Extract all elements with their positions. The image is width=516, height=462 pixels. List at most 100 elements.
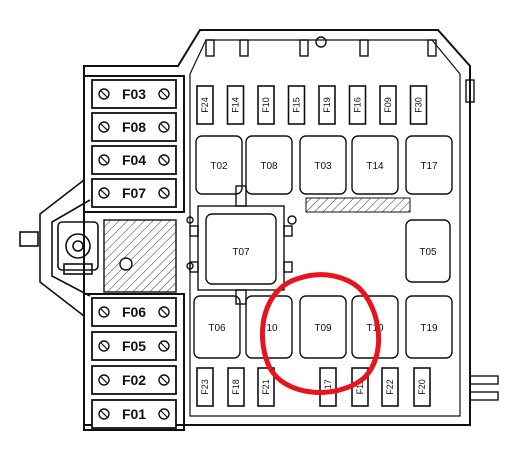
small-fuse: F22 [381, 367, 399, 407]
small-fuse: F17 [319, 367, 337, 407]
relay-box-center [205, 213, 277, 285]
terminal-slot [100, 376, 108, 384]
small-fuse-label: F30 [414, 97, 424, 113]
big-fuse: F07 [91, 178, 177, 208]
relay-box [405, 295, 453, 359]
small-fuse-label: F20 [417, 379, 427, 395]
terminal-slot [100, 90, 108, 98]
hatched-block-left [103, 219, 177, 293]
top-tabs [205, 36, 437, 57]
big-fuse-label: F01 [122, 406, 146, 422]
small-fuse-label: F11 [355, 380, 365, 395]
small-fuse-label: F15 [292, 97, 302, 113]
relay-label: T02 [210, 161, 228, 172]
small-fuse-body [348, 85, 367, 125]
relay-box [405, 135, 453, 195]
terminal-slot [100, 156, 108, 164]
relay-box [245, 295, 293, 359]
big-fuse-label: F05 [122, 338, 146, 354]
relay-label: T17 [420, 161, 438, 172]
small-fuse: F15 [287, 85, 306, 125]
hatched-strip-top [305, 197, 411, 213]
small-fuse-label: F23 [200, 379, 210, 395]
big-fuse: F06 [91, 297, 177, 327]
small-fuse-label: F18 [231, 379, 241, 395]
terminal-slot [160, 189, 168, 197]
relay-box [299, 135, 347, 195]
relay-label: T08 [260, 161, 278, 172]
small-fuse: F24 [196, 85, 214, 125]
small-fuse-body [287, 85, 306, 125]
big-fuse-label: F06 [122, 304, 146, 320]
small-fuse-label: F16 [353, 97, 363, 113]
small-fuse-label: F09 [383, 97, 393, 113]
relay-box [245, 135, 293, 195]
relay: T08 [245, 135, 293, 195]
terminal-slot [160, 376, 168, 384]
small-fuse-body [227, 367, 245, 407]
small-fuse-label: F22 [385, 379, 395, 395]
relay-box [299, 295, 347, 359]
big-fuse-label: F04 [122, 152, 146, 168]
left-fuse-holder-top [83, 75, 185, 213]
relay: T09 [299, 295, 347, 359]
small-fuse-label: F10 [261, 97, 271, 113]
small-fuse-body [409, 85, 428, 125]
relay: T02 [195, 135, 243, 195]
big-fuse: F08 [91, 112, 177, 142]
small-fuse-body [196, 85, 214, 125]
left-bracket [19, 179, 99, 317]
small-fuse-body [226, 85, 245, 125]
relay-box [193, 295, 241, 359]
small-fuse: F14 [226, 85, 245, 125]
relay-label: T14 [366, 161, 384, 172]
big-fuse-label: F07 [122, 185, 146, 201]
relay-box [351, 135, 399, 195]
small-fuse-label: F19 [322, 97, 332, 113]
small-fuse-label: F21 [261, 379, 271, 395]
big-fuse-label: F02 [122, 372, 146, 388]
terminal-slot [160, 342, 168, 350]
small-fuse-label: F14 [231, 97, 241, 113]
relay: T06 [193, 295, 241, 359]
relay: T10 [245, 295, 293, 359]
small-fuse-body [257, 367, 275, 407]
terminal-slot [160, 123, 168, 131]
small-fuse: F16 [348, 85, 367, 125]
right-clips [465, 79, 499, 401]
relay-label: T10 [366, 323, 384, 334]
relay: T03 [299, 135, 347, 195]
terminal-slot [160, 410, 168, 418]
small-fuse-body [196, 367, 214, 407]
small-fuse-body [257, 85, 275, 125]
terminal-slot [160, 156, 168, 164]
terminal-slot [100, 189, 108, 197]
relay-label: T03 [314, 161, 332, 172]
terminal-slot [160, 90, 168, 98]
small-fuse: F09 [379, 85, 397, 125]
relay-label-center: T07 [232, 247, 250, 258]
small-fuse-body [413, 367, 431, 407]
small-fuse: F30 [409, 85, 428, 125]
small-fuse-body [319, 367, 337, 407]
small-fuse: F23 [196, 367, 214, 407]
relay-label: T10 [260, 323, 278, 334]
small-fuse: F10 [257, 85, 275, 125]
relay: T10 [351, 295, 399, 359]
small-fuse: F19 [318, 85, 336, 125]
big-fuse: F03 [91, 79, 177, 109]
terminal-slot [100, 410, 108, 418]
small-fuse: F18 [227, 367, 245, 407]
center-relay-housing [186, 185, 297, 305]
terminal-slot [100, 342, 108, 350]
terminal-slot [100, 308, 108, 316]
relay: T14 [351, 135, 399, 195]
relay-label: T19 [420, 323, 438, 334]
big-fuse: F02 [91, 365, 177, 395]
relay-box [195, 135, 243, 195]
